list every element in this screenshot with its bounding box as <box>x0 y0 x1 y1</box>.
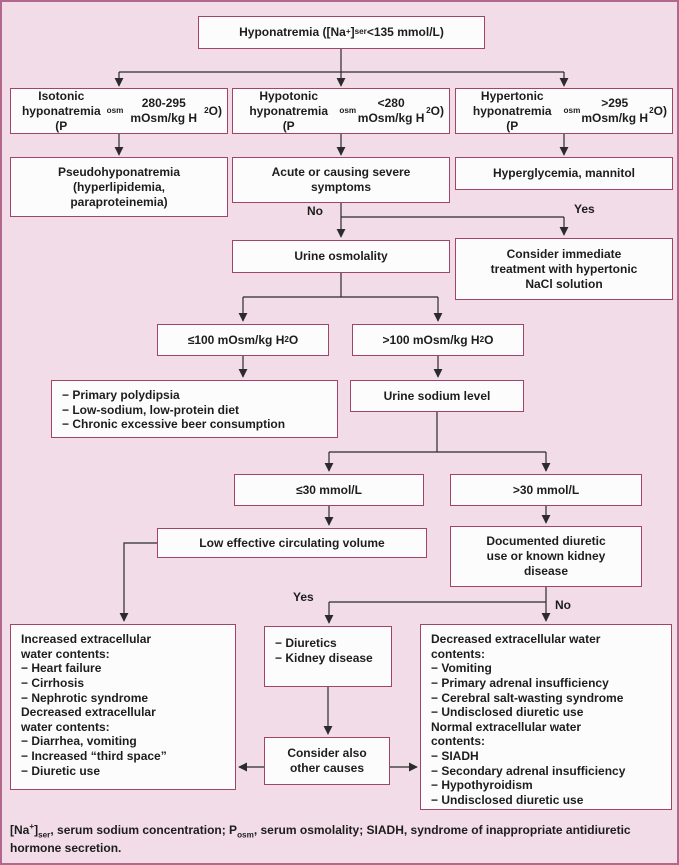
list-item: − Heart failure <box>21 661 102 676</box>
node-hyponatremia: Hyponatremia ([Na+]ser <135 mmol/L) <box>198 16 485 49</box>
node-increased-decreased-water-contents: Increased extracellular water contents: … <box>10 624 236 790</box>
node-documented-diuretic-use: Documented diuretic use or known kidney … <box>450 526 642 587</box>
list-item: − Cirrhosis <box>21 675 85 690</box>
list-item: − Kidney disease <box>275 650 373 665</box>
list-item: − Low-sodium, low-protein diet <box>62 402 239 417</box>
node-sodium-gt-30: >30 mmol/L <box>450 474 642 506</box>
list-item: − SIADH <box>431 749 479 763</box>
list-item: − Hypothyroidism <box>431 778 533 793</box>
list-item: − Diuretics <box>275 636 337 650</box>
node-urine-sodium-level: Urine sodium level <box>350 380 524 412</box>
node-low-effective-circulating-volume: Low effective circulating volume <box>157 528 427 558</box>
list-item: − Increased “third space” <box>21 749 167 763</box>
node-diuretics-kidney-disease: − Diuretics − Kidney disease <box>264 626 392 687</box>
node-acute-severe-symptoms: Acute or causing severe symptoms <box>232 157 450 203</box>
branch-label-yes: Yes <box>293 590 314 604</box>
section-header: Decreased extracellular water contents: <box>21 705 156 734</box>
list-item: − Undisclosed diuretic use <box>431 792 584 807</box>
node-hyperglycemia-mannitol: Hyperglycemia, mannitol <box>455 157 673 190</box>
section-header: Increased extracellular water contents: <box>21 632 152 661</box>
list-item: − Diuretic use <box>21 763 101 778</box>
list-item: − Chronic excessive beer consumption <box>62 417 286 432</box>
list-item: − Cerebral salt-wasting syndrome <box>431 690 624 705</box>
node-decreased-normal-water-contents: Decreased extracellular water contents: … <box>420 624 672 810</box>
node-consider-other-causes: Consider also other causes <box>264 737 390 785</box>
section-header: Normal extracellular water contents: <box>431 719 582 749</box>
footnote: [Na+]ser, serum sodium concentration; Po… <box>10 822 631 855</box>
node-consider-immediate-treatment: Consider immediate treatment with hypert… <box>455 238 673 300</box>
node-polydipsia-causes: − Primary polydipsia − Low-sodium, low-p… <box>51 380 338 438</box>
list-item: − Vomiting <box>431 661 492 676</box>
branch-label-yes: Yes <box>574 202 595 216</box>
list-item: − Secondary adrenal insufficiency <box>431 763 626 778</box>
node-sodium-le-30: ≤30 mmol/L <box>234 474 424 506</box>
node-urine-osmolality: Urine osmolality <box>232 240 450 273</box>
list-item: − Primary adrenal insufficiency <box>431 675 609 690</box>
branch-label-no: No <box>307 204 323 218</box>
section-header: Decreased extracellular water contents: <box>431 632 601 661</box>
list-item: − Primary polydipsia <box>62 388 180 402</box>
list-item: − Nephrotic syndrome <box>21 690 149 705</box>
list-item: − Undisclosed diuretic use <box>431 705 584 720</box>
list-item: − Diarrhea, vomiting <box>21 734 137 749</box>
node-pseudohyponatremia: Pseudohyponatremia (hyperlipidemia, para… <box>10 157 228 217</box>
branch-label-no: No <box>555 598 571 612</box>
